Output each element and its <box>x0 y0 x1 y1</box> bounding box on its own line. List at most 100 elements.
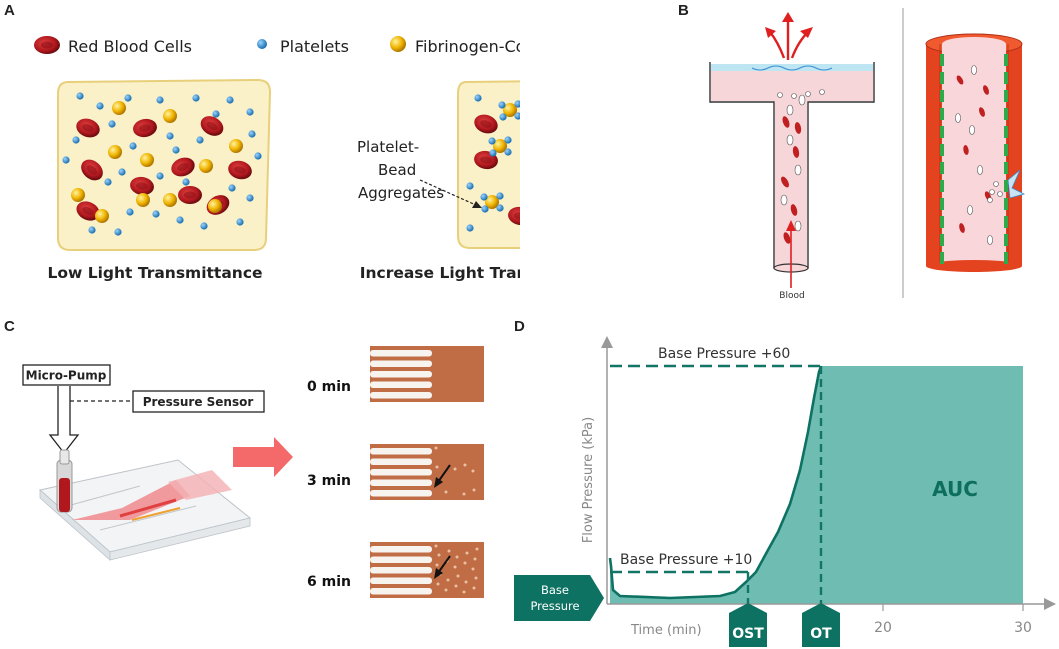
platelet <box>196 136 204 144</box>
platelet <box>248 130 256 138</box>
clot-arrow-3min <box>434 464 451 488</box>
base-pressure-tag <box>514 575 604 621</box>
platelet <box>496 204 504 212</box>
platelet-icon <box>257 39 267 49</box>
left-caption: Low Light Transmittance <box>47 264 262 282</box>
exit-flow-arrows <box>769 20 809 60</box>
red-blood-cell <box>81 159 103 181</box>
platelet <box>108 120 116 128</box>
platelet <box>489 149 497 157</box>
annotation-line-2: Bead <box>378 161 416 179</box>
platelet <box>212 110 220 118</box>
platelet <box>488 137 496 145</box>
annotation-arrow <box>419 179 479 207</box>
bead <box>163 109 177 123</box>
blood-vessel <box>925 33 1026 272</box>
channel-cells <box>777 89 825 244</box>
panel-c-letter: C <box>4 318 15 335</box>
platelet <box>176 216 184 224</box>
platelet <box>72 136 80 144</box>
auc-label: AUC <box>932 477 978 501</box>
platelet <box>246 194 254 202</box>
bead <box>163 193 177 207</box>
tick-label-30: 30 <box>1014 620 1032 636</box>
bead <box>71 188 85 202</box>
platelet <box>246 108 254 116</box>
platelet <box>466 224 474 232</box>
ot-marker <box>802 603 840 647</box>
platelet <box>76 92 84 100</box>
microfluidic-chip <box>38 449 252 561</box>
platelet <box>481 205 489 213</box>
platelet <box>118 168 126 176</box>
pressure-sensor-label: Pressure Sensor <box>143 395 254 409</box>
annotation-line-1: Platelet- <box>357 138 419 156</box>
bead <box>140 153 154 167</box>
micro-pump-label: Micro-Pump <box>26 369 107 383</box>
platelet <box>226 96 234 104</box>
bead <box>136 193 150 207</box>
pressure-curve <box>608 365 823 600</box>
panel-d: Base Pressure +60 Base Pressure +10 Flow… <box>514 336 1056 647</box>
red-blood-cell <box>130 176 154 196</box>
clot-arrow-6min <box>434 555 451 579</box>
platelet <box>236 218 244 226</box>
platelet <box>499 113 507 121</box>
red-blood-cell <box>200 116 224 136</box>
bead <box>493 139 507 153</box>
platelet <box>104 178 112 186</box>
micro-pump-box <box>22 364 111 386</box>
platelet <box>496 192 504 200</box>
panel-a: Red Blood Cells Platelets Fibrinogen-Coa… <box>34 36 520 282</box>
transition-arrow <box>233 437 293 477</box>
bead-icon <box>390 36 406 52</box>
time-label-6: 6 min <box>307 574 351 590</box>
platelet <box>126 208 134 216</box>
left-dispersed-cells <box>62 92 262 236</box>
platelet <box>172 146 180 154</box>
legend-label-rbc: Red Blood Cells <box>68 37 192 56</box>
micrograph-6-min <box>370 542 484 598</box>
platelet <box>228 184 236 192</box>
micrograph-0-min <box>370 346 484 402</box>
platelet <box>182 178 190 186</box>
platelet <box>88 226 96 234</box>
reservoir-surface <box>711 64 873 71</box>
bead <box>108 145 122 159</box>
bead <box>485 195 499 209</box>
platelet <box>254 152 262 160</box>
platelet <box>498 101 506 109</box>
ost-marker <box>729 603 767 647</box>
base-pressure-line-2: Pressure <box>530 599 579 613</box>
right-caption: Increase Light Transmittance <box>360 264 520 282</box>
platelet <box>152 210 160 218</box>
panel-d-letter: D <box>514 318 525 335</box>
red-blood-cell <box>228 160 252 180</box>
base-pressure-line-1: Base <box>541 583 569 597</box>
panel-a-letter: A <box>4 2 15 19</box>
bead <box>229 139 243 153</box>
red-blood-cell <box>474 114 498 134</box>
platelet <box>166 132 174 140</box>
red-blood-cell <box>76 118 100 138</box>
platelet <box>474 94 482 102</box>
platelet <box>156 96 164 104</box>
ot-label: OT <box>810 626 832 642</box>
legend-label-bead: Fibrinogen-Coated Beads <box>415 37 520 56</box>
plus10-label: Base Pressure +10 <box>620 552 752 568</box>
endothelial-lining <box>940 54 1008 264</box>
platelet <box>480 193 488 201</box>
legend-platelet: Platelets <box>257 37 349 56</box>
red-blood-cell <box>76 201 100 221</box>
auc-region <box>610 366 1023 604</box>
red-blood-cell <box>171 157 195 177</box>
bead <box>503 103 517 117</box>
time-label-3: 3 min <box>307 473 351 489</box>
platelet <box>466 182 474 190</box>
bead <box>112 101 126 115</box>
vessel-cells <box>955 65 1026 245</box>
x-axis-label: Time (min) <box>630 623 702 638</box>
time-label-0: 0 min <box>307 379 351 395</box>
legend-label-platelet: Platelets <box>280 37 349 56</box>
red-blood-cell <box>178 186 202 204</box>
